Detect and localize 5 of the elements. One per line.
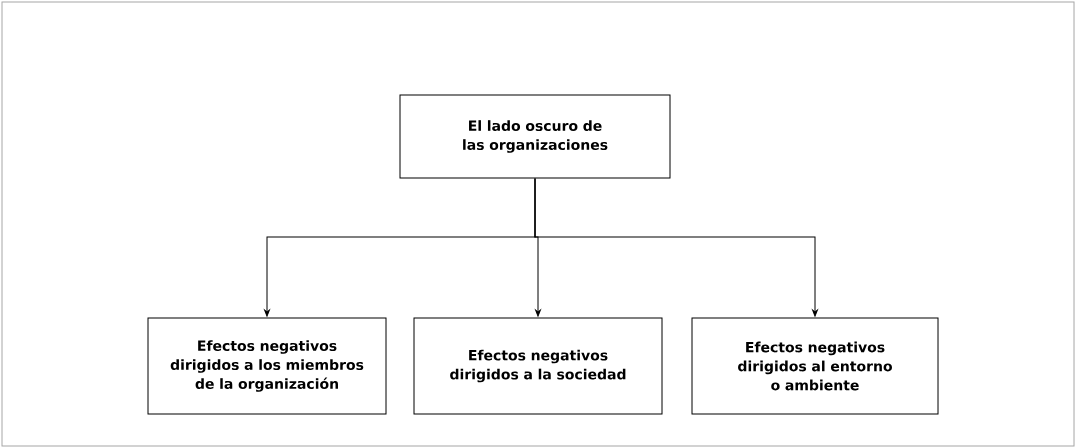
arrow [534, 178, 818, 317]
text-box: El lado oscuro de las organizaciones [399, 94, 671, 179]
text-box: Efectos negativos dirigidos a la sociedad [413, 317, 663, 415]
text-box: Efectos negativos dirigidos a los miembros de la organización [147, 317, 387, 415]
text-box: Efectos negativos dirigidos al entorno o ambiente [691, 317, 939, 415]
